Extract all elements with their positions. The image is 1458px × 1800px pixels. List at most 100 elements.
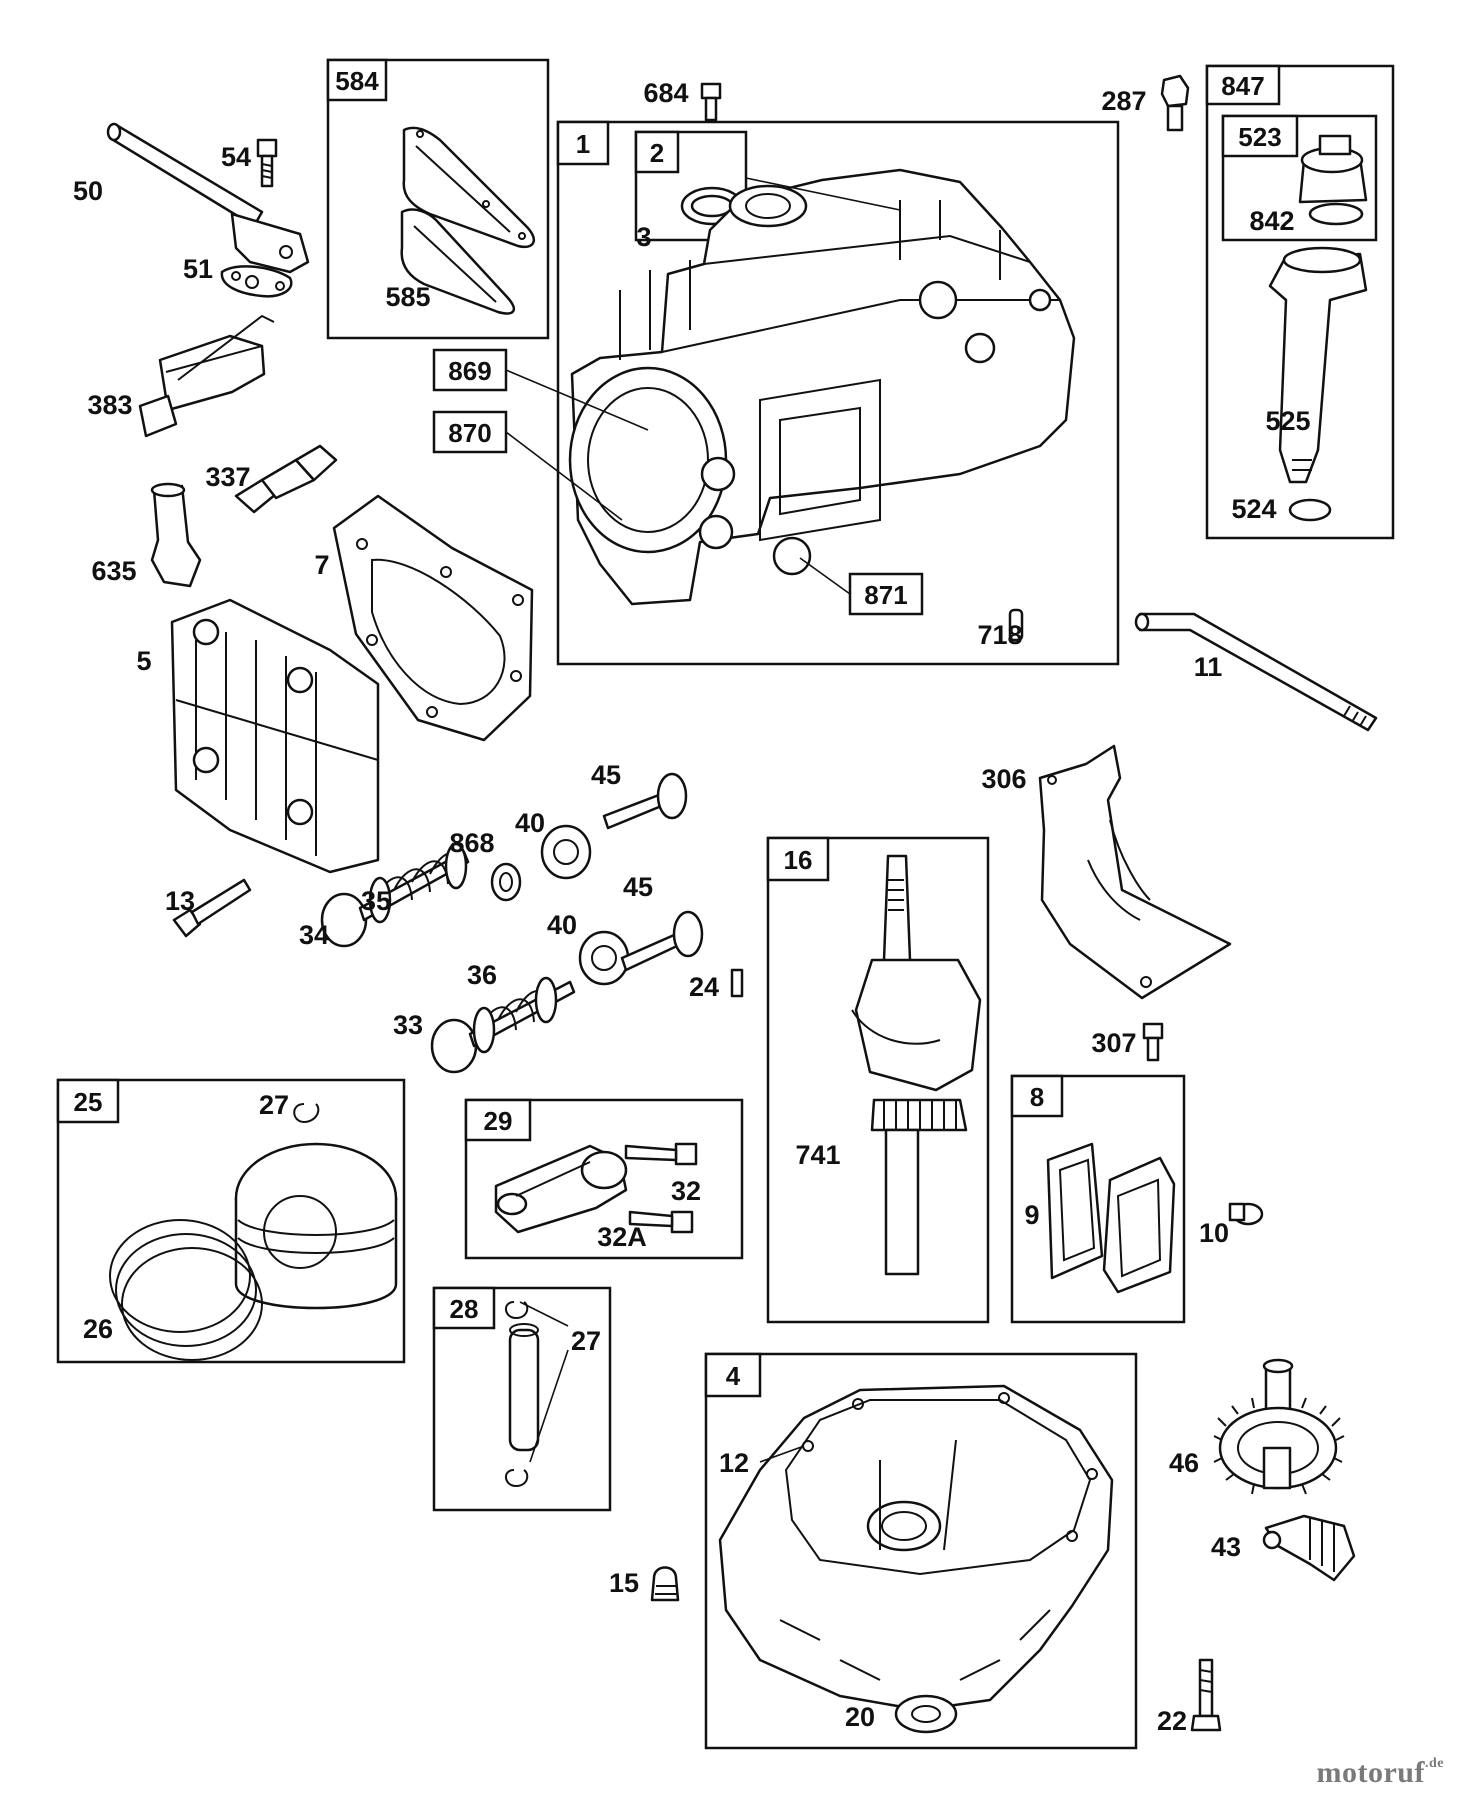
- label-54: 54: [221, 142, 251, 172]
- part-523-cap: [1298, 134, 1368, 204]
- label-523: 523: [1238, 122, 1281, 152]
- label-32a: 32A: [597, 1222, 647, 1252]
- watermark-brand: motoruf: [1316, 1756, 1425, 1789]
- part-525-tube: [1268, 246, 1368, 484]
- label-20: 20: [845, 1702, 875, 1732]
- label-13: 13: [165, 886, 195, 916]
- label-16: 16: [784, 845, 813, 875]
- part-26-rings: [109, 1219, 263, 1361]
- group-frame-4: 4: [704, 1352, 1138, 1750]
- group-frame-8: 8: [1010, 1074, 1186, 1324]
- label-27-pin: 27: [571, 1326, 601, 1356]
- label-383: 383: [87, 390, 132, 420]
- label-40-lower: 40: [547, 910, 577, 940]
- label-29: 29: [484, 1106, 513, 1136]
- group-frame-28: 28: [432, 1286, 612, 1512]
- svg-text:869: 869: [448, 356, 491, 386]
- part-16-crankshaft: [851, 854, 982, 1276]
- callout-labels: 3 50 54 51 585 684 287 842 525 524 383 3…: [73, 78, 1311, 1736]
- label-287: 287: [1101, 86, 1146, 116]
- label-524: 524: [1231, 494, 1276, 524]
- boxed-label-869: 869: [432, 348, 508, 392]
- label-28: 28: [450, 1294, 479, 1324]
- part-32-bolt: [624, 1142, 698, 1166]
- label-842: 842: [1249, 206, 1294, 236]
- label-585: 585: [385, 282, 430, 312]
- part-287-plug: [1160, 74, 1190, 132]
- group-frame-16: 16: [766, 836, 990, 1324]
- label-2: 2: [650, 138, 664, 168]
- group-frame-29: 29: [464, 1098, 744, 1260]
- part-54-bolt: [256, 138, 278, 188]
- label-33: 33: [393, 1010, 423, 1040]
- group-frame-25: 25: [56, 1078, 406, 1364]
- part-306-shield: [1038, 744, 1232, 1000]
- part-45-tappet-lower: [620, 910, 704, 972]
- part-46-cam-gear: [1213, 1358, 1345, 1495]
- label-7: 7: [314, 550, 329, 580]
- part-25-piston: [234, 1142, 398, 1310]
- label-26: 26: [83, 1314, 113, 1344]
- part-718-pin: [1008, 608, 1024, 642]
- watermark-logo: motoruf.de: [1317, 1756, 1444, 1790]
- part-51-gasket: [220, 265, 293, 298]
- part-4-crankcase-cover: [718, 1384, 1114, 1712]
- label-684: 684: [643, 78, 688, 108]
- label-741: 741: [795, 1140, 840, 1170]
- part-7-head-gasket: [332, 494, 534, 742]
- boxed-label-870: 870: [432, 410, 508, 454]
- part-43-governor: [1262, 1514, 1356, 1582]
- part-29-connecting-rod: [494, 1144, 628, 1234]
- label-25: 25: [74, 1087, 103, 1117]
- part-524-oring: [1288, 498, 1332, 522]
- label-306: 306: [981, 764, 1026, 794]
- part-27-clip-top: [293, 1103, 320, 1124]
- label-3: 3: [636, 222, 651, 252]
- part-11-tube: [1134, 612, 1378, 732]
- part-307-bolt: [1142, 1022, 1164, 1062]
- label-32: 32: [671, 1176, 701, 1206]
- label-46: 46: [1169, 1448, 1199, 1478]
- watermark-suffix: .de: [1425, 1756, 1444, 1771]
- group-frame-2: 2: [634, 130, 748, 242]
- part-585-gasket: [400, 208, 516, 315]
- label-847: 847: [1221, 71, 1264, 101]
- label-45-upper: 45: [591, 760, 621, 790]
- label-43: 43: [1211, 1532, 1241, 1562]
- part-35-spring: [368, 842, 468, 924]
- part-28-wrist-pin: [508, 1323, 540, 1452]
- label-307: 307: [1091, 1028, 1136, 1058]
- part-868-seal: [490, 862, 522, 902]
- part-383-breather: [138, 314, 275, 438]
- group-frame-523: 523: [1221, 114, 1378, 242]
- label-635: 635: [91, 556, 136, 586]
- label-10: 10: [1199, 1218, 1229, 1248]
- part-1-cylinder-block: [568, 168, 1076, 606]
- group-frame-584: 584: [326, 58, 550, 340]
- group-frame-847: 847: [1205, 64, 1395, 540]
- boxed-label-871: 871: [848, 572, 924, 616]
- part-584-gasket: [402, 126, 536, 249]
- label-12: 12: [719, 1448, 749, 1478]
- part-10-screw: [1228, 1202, 1264, 1226]
- label-34: 34: [299, 920, 329, 950]
- label-36: 36: [467, 960, 497, 990]
- label-8: 8: [1030, 1082, 1044, 1112]
- part-337-spark-plug: [234, 444, 338, 514]
- label-24: 24: [689, 972, 719, 1002]
- svg-text:871: 871: [864, 580, 907, 610]
- part-24-key: [730, 968, 744, 998]
- label-27-piston: 27: [259, 1090, 289, 1120]
- label-525: 525: [1265, 406, 1310, 436]
- part-32a-bolt: [628, 1210, 694, 1234]
- part-8-cover: [1102, 1156, 1176, 1294]
- part-22-bolt: [1190, 1658, 1222, 1732]
- part-842-oring: [1308, 202, 1364, 226]
- label-4: 4: [726, 1361, 741, 1391]
- label-40-upper: 40: [515, 808, 545, 838]
- label-22: 22: [1157, 1706, 1187, 1736]
- part-36-spring: [472, 976, 558, 1054]
- part-9-gasket: [1046, 1142, 1104, 1280]
- part-40-rotator-lower: [578, 930, 630, 986]
